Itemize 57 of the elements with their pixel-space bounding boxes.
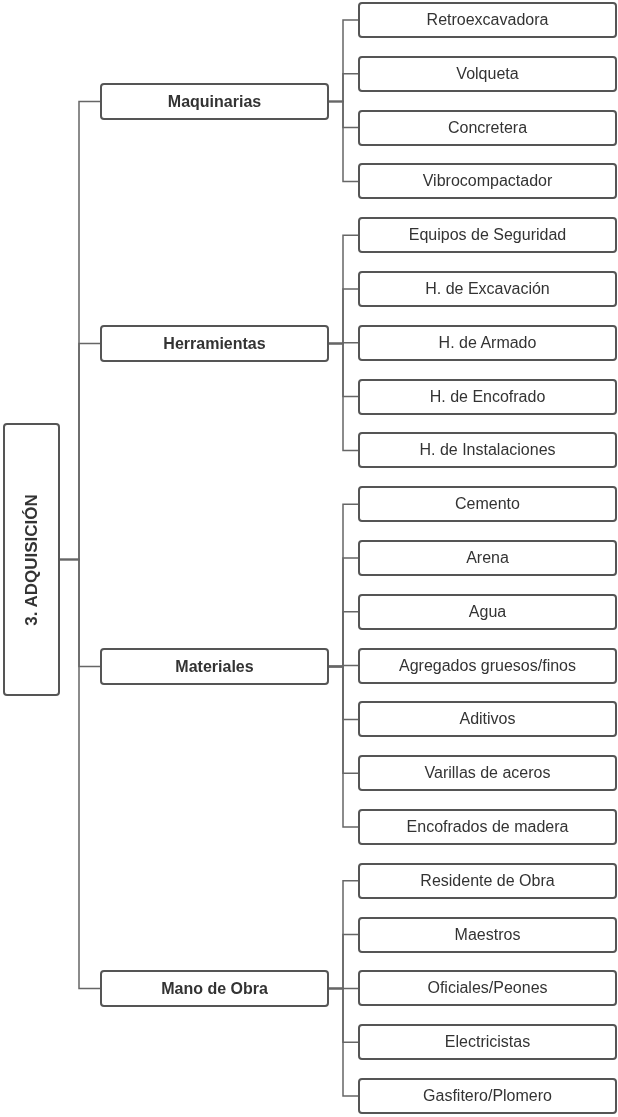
- category-box: [100, 83, 329, 120]
- node-label: Encofrados de madera: [406, 818, 569, 836]
- connector-line: [59, 558, 101, 990]
- item-box: [358, 55, 617, 92]
- connector-line: [328, 100, 359, 183]
- item-box: [358, 432, 617, 469]
- item-box: [358, 593, 617, 630]
- node-label: Maestros: [454, 925, 521, 944]
- node-label: Gasfitero/Plomero: [423, 1087, 552, 1105]
- item-box: [358, 217, 617, 254]
- item-box: [358, 755, 617, 792]
- node-label: Maquinarias: [167, 92, 262, 111]
- item-box: [358, 647, 617, 684]
- category-box: [100, 648, 329, 685]
- category-box: [100, 970, 329, 1007]
- node-label: Agua: [468, 602, 507, 621]
- connector-line: [328, 665, 359, 828]
- item-box: [358, 109, 617, 146]
- item-box: [358, 378, 617, 415]
- item-box: [358, 916, 617, 953]
- node-label: 3. ADQUISICIÓN: [21, 493, 42, 626]
- node-label: Aditivos: [459, 710, 516, 729]
- node-label: Arena: [466, 549, 509, 567]
- node-label: H. de Instalaciones: [419, 441, 556, 460]
- connector-line: [328, 987, 359, 1097]
- node-label: Oficiales/Peones: [427, 979, 548, 998]
- item-box: [358, 701, 617, 738]
- node-label: Vibrocompactador: [422, 172, 553, 191]
- node-label: Agregados gruesos/finos: [399, 656, 576, 675]
- item-box: [358, 486, 617, 523]
- item-box: [358, 809, 617, 845]
- node-label: Concretera: [447, 118, 528, 137]
- node-label: Volqueta: [456, 64, 519, 83]
- node-label: H. de Encofrado: [429, 387, 546, 406]
- item-box: [358, 970, 617, 1007]
- node-label: Residente de Obra: [420, 871, 555, 890]
- item-box: [358, 1078, 617, 1114]
- root-box: [3, 423, 60, 696]
- node-label: Herramientas: [163, 334, 266, 353]
- item-box: [358, 540, 617, 576]
- node-label: Cemento: [455, 495, 520, 514]
- node-label: H. de Armado: [438, 333, 537, 352]
- node-label: Equipos de Seguridad: [408, 226, 567, 245]
- item-box: [358, 324, 617, 361]
- item-box: [358, 271, 617, 307]
- node-label: H. de Excavación: [425, 280, 550, 298]
- item-box: [358, 2, 617, 38]
- node-label: Materiales: [175, 657, 254, 676]
- node-label: Retroexcavadora: [426, 11, 549, 29]
- node-label: Electricistas: [444, 1033, 531, 1052]
- connector-line: [328, 342, 359, 452]
- category-box: [100, 325, 329, 362]
- item-box: [358, 862, 617, 899]
- node-label: Varillas de aceros: [424, 764, 551, 783]
- item-box: [358, 163, 617, 200]
- node-label: Mano de Obra: [161, 979, 268, 998]
- item-box: [358, 1024, 617, 1061]
